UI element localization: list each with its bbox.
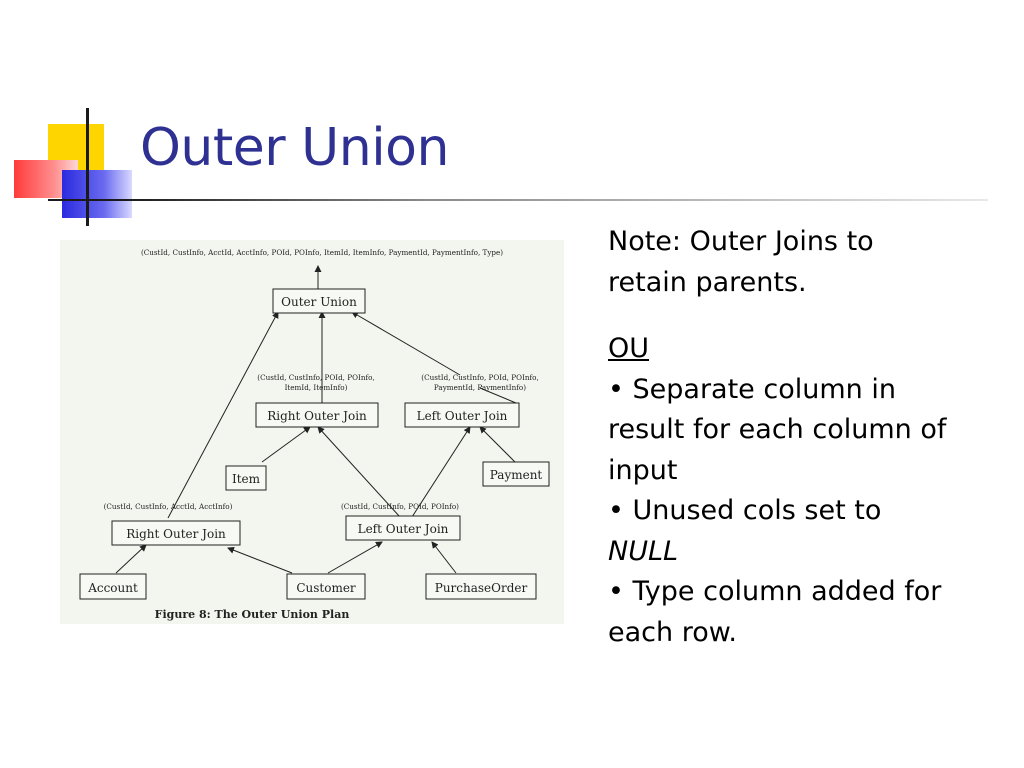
- plan-edges: [115, 265, 517, 574]
- edge-item-roj: [261, 426, 311, 463]
- node-purchase-order-box: [425, 573, 537, 600]
- schema-roj-top-2: ItemId, ItemInfo): [285, 383, 348, 392]
- node-roj-bottom-box: [111, 520, 241, 546]
- edge-roj-bottom-ou: [167, 311, 279, 519]
- node-payment: Payment: [490, 468, 543, 482]
- edge-customer-loj: [327, 541, 383, 574]
- bullet-separate-column-3: input: [608, 454, 678, 486]
- edge-customer-roj: [227, 546, 293, 574]
- node-loj-bottom: Left Outer Join: [358, 522, 449, 536]
- edge-account-roj: [115, 544, 147, 574]
- node-outer-union-box: [272, 288, 366, 314]
- node-purchase-order: PurchaseOrder: [435, 581, 528, 595]
- bullet-unused-cols-null: NULL: [608, 535, 679, 567]
- schema-loj-top-1: (CustId, CustInfo, POId, POInfo,: [421, 373, 538, 382]
- figure-caption: Figure 8: The Outer Union Plan: [155, 608, 350, 621]
- slide-title: Outer Union: [140, 118, 449, 178]
- ou-heading: OU: [608, 333, 650, 364]
- edge-payment-loj: [479, 426, 516, 463]
- schema-top: (CustId, CustInfo, AcctId, AcctInfo, POI…: [141, 248, 503, 257]
- bullet-separate-column-1: • Separate column in: [608, 373, 896, 405]
- bullet-type-column-2: each row.: [608, 616, 737, 648]
- edge-po-loj: [431, 541, 457, 574]
- bullet-separate-column-2: result for each column of: [608, 414, 947, 445]
- node-loj-bottom-box: [345, 515, 461, 541]
- node-loj-top-box: [404, 402, 520, 428]
- node-customer: Customer: [296, 581, 356, 595]
- node-item: Item: [232, 472, 261, 486]
- note-line-2: retain parents.: [608, 266, 807, 298]
- decor-blue-square: [62, 170, 132, 218]
- schema-roj-top-1: (CustId, CustInfo, POId, POInfo,: [257, 373, 374, 382]
- node-item-box: [225, 465, 267, 491]
- note-line-1: Note: Outer Joins to: [608, 226, 874, 257]
- node-account-box: [79, 573, 147, 600]
- edge-loj-top-link: [479, 387, 517, 404]
- schema-loj-top-2: PaymentId, PaymentInfo): [434, 383, 526, 392]
- plan-diagram: (CustId, CustInfo, AcctId, AcctInfo, POI…: [79, 248, 550, 621]
- schema-roj-bottom: (CustId, CustInfo, AcctId, AcctInfo): [104, 502, 233, 511]
- title-underline: [48, 199, 988, 201]
- node-account: Account: [87, 581, 138, 595]
- node-roj-top-box: [255, 402, 379, 428]
- edge-loj-loj: [411, 426, 471, 518]
- node-payment-box: [482, 461, 550, 487]
- schema-loj-bottom: (CustId, CustInfo, POId, POInfo): [341, 502, 459, 511]
- outer-union-plan-figure: (CustId, CustInfo, AcctId, AcctInfo, POI…: [60, 240, 564, 624]
- node-loj-top: Left Outer Join: [417, 409, 508, 423]
- notes-panel: Note: Outer Joins to retain parents. OU …: [608, 222, 1008, 653]
- bullet-unused-cols-1: • Unused cols set to: [608, 495, 882, 526]
- node-outer-union: Outer Union: [281, 295, 357, 309]
- bullet-type-column-1: • Type column added for: [608, 576, 942, 607]
- notes-spacer: [608, 303, 1008, 329]
- node-roj-bottom: Right Outer Join: [126, 527, 226, 541]
- node-roj-top: Right Outer Join: [267, 409, 367, 423]
- edge-loj-roj: [317, 426, 401, 518]
- decor-vertical-line: [86, 108, 89, 226]
- edge-schema-loj-ou: [351, 311, 461, 376]
- node-customer-box: [286, 573, 366, 600]
